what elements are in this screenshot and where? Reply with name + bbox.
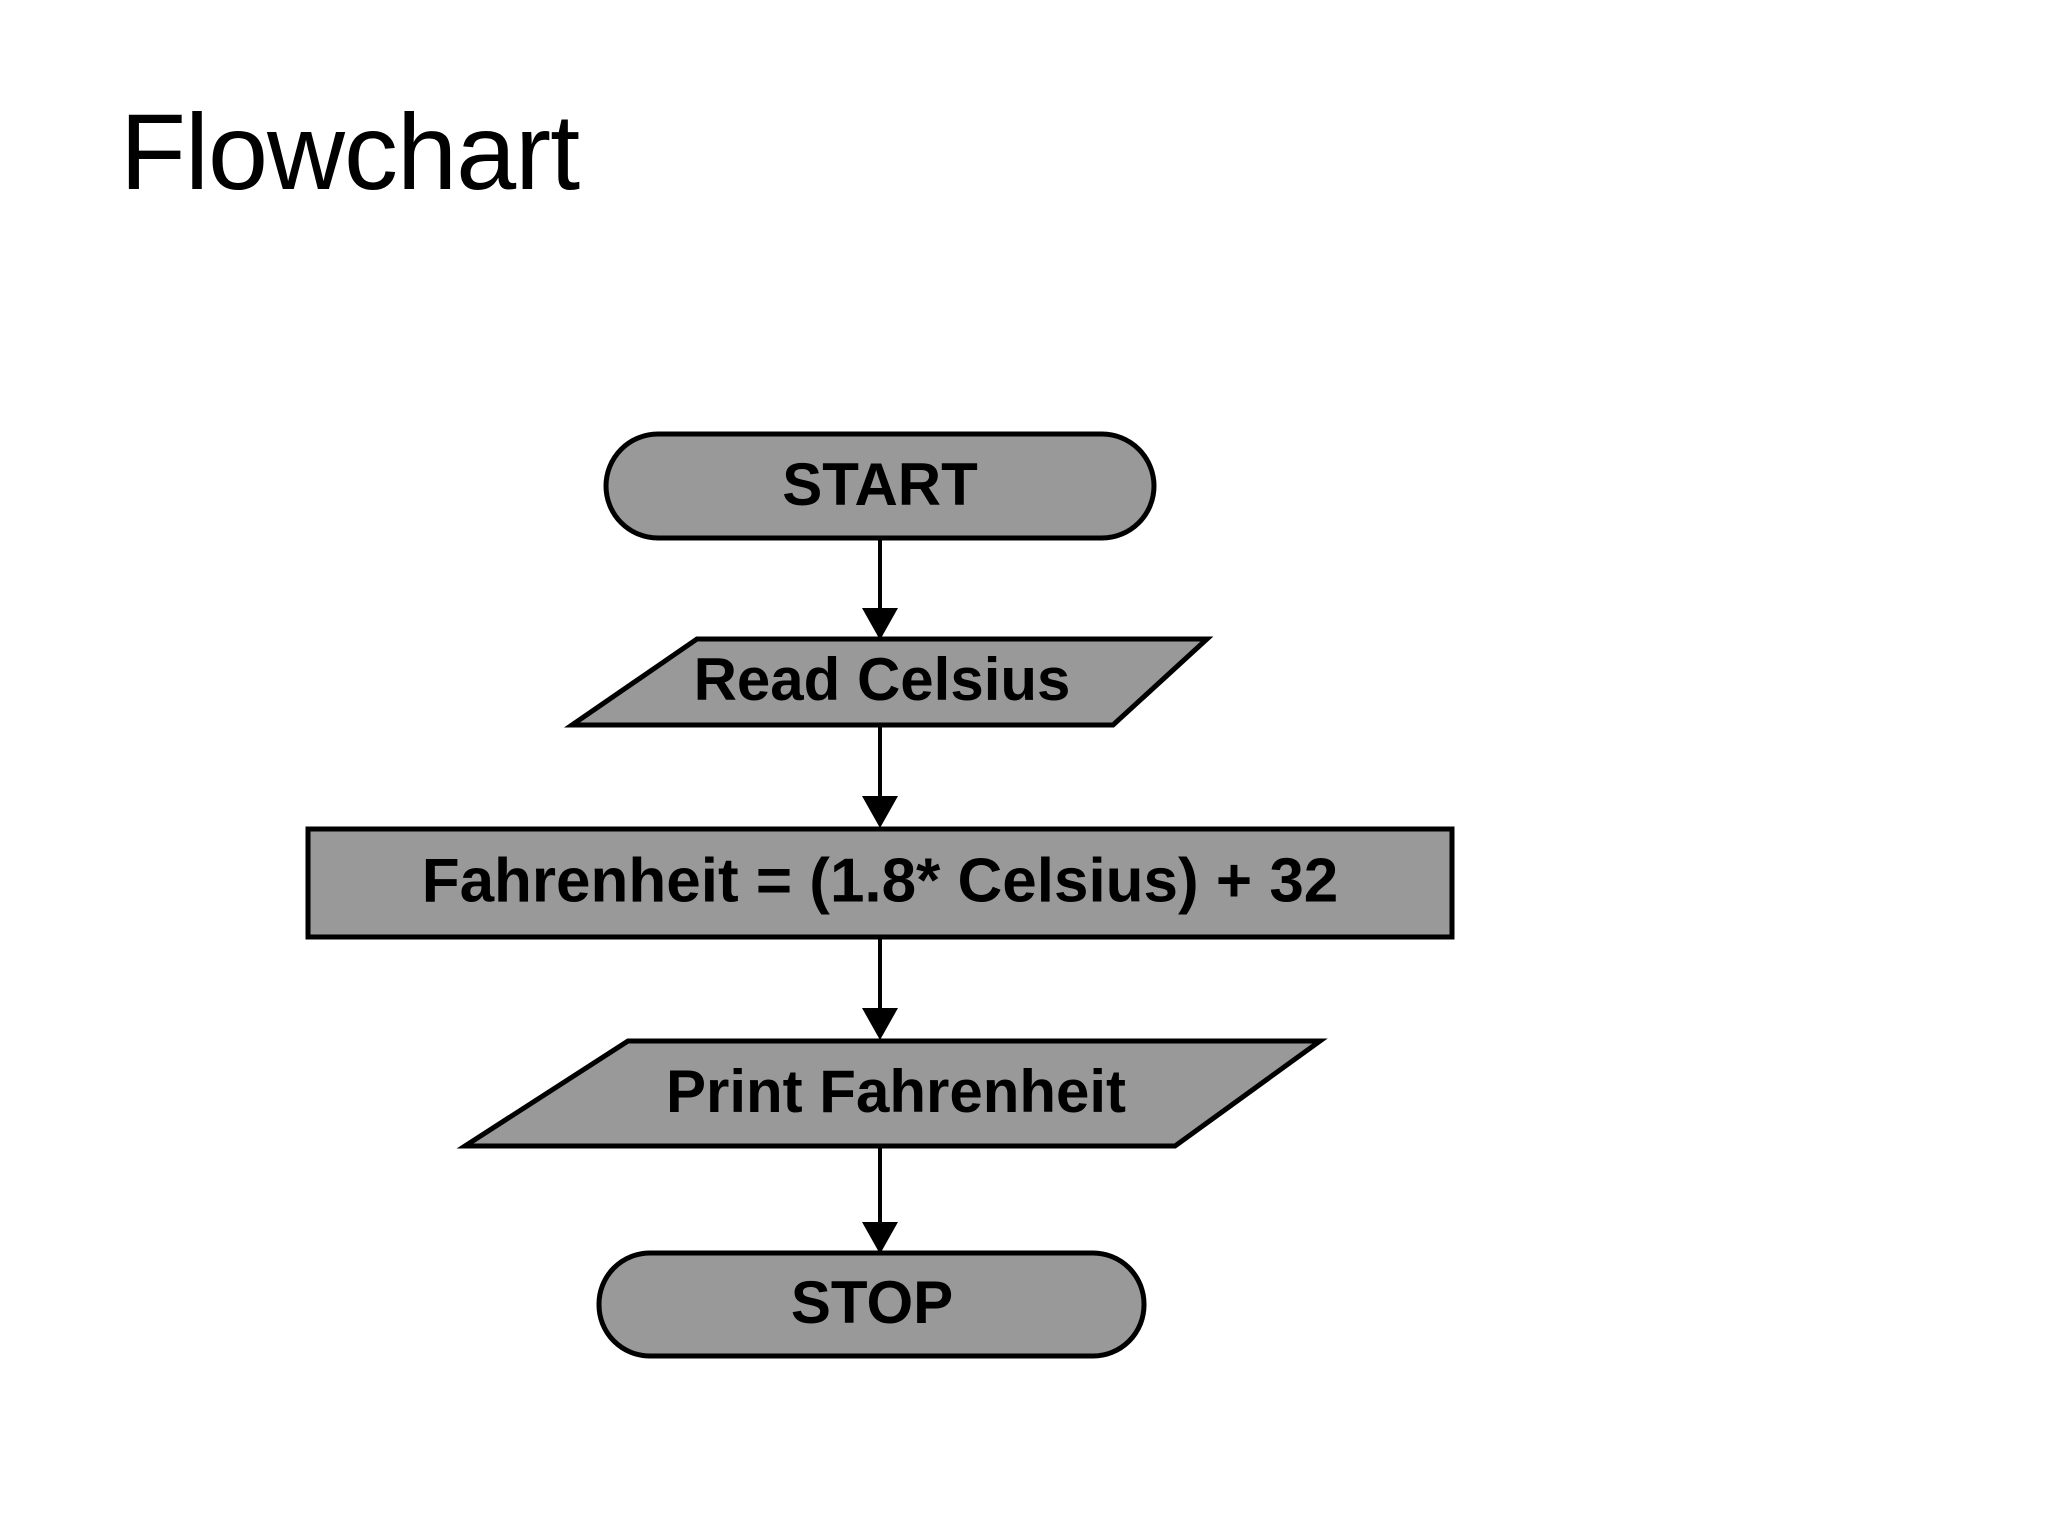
flow-connector-convert-to-print — [862, 937, 898, 1040]
flow-connector-start-to-read — [862, 538, 898, 640]
parallelogram-shape — [563, 636, 1214, 728]
flow-node-label: Fahrenheit = (1.8* Celsius) + 32 — [422, 846, 1339, 915]
flow-connector-print-to-stop — [862, 1146, 898, 1254]
flow-connector-read-to-convert — [862, 725, 898, 828]
down-arrow-icon — [862, 608, 898, 640]
flow-node-convert[interactable]: Fahrenheit = (1.8* Celsius) + 32 — [305, 826, 1455, 940]
flow-node-label: Read Celsius — [694, 646, 1071, 713]
page-title: Flowchart — [120, 91, 580, 212]
flow-node-start[interactable]: START — [603, 431, 1157, 541]
down-arrow-icon — [862, 1222, 898, 1254]
flow-node-stop[interactable]: STOP — [596, 1250, 1147, 1359]
flow-node-label: START — [782, 451, 978, 518]
parallelogram-shape — [456, 1038, 1328, 1149]
down-arrow-icon — [862, 1008, 898, 1040]
process-shape — [305, 826, 1455, 940]
flow-node-label: Print Fahrenheit — [666, 1058, 1126, 1125]
down-arrow-icon — [862, 796, 898, 828]
flow-node-label: STOP — [791, 1269, 953, 1336]
flow-node-print-fahrenheit[interactable]: Print Fahrenheit — [456, 1038, 1328, 1149]
terminator-shape — [596, 1250, 1147, 1359]
flow-node-read-celsius[interactable]: Read Celsius — [563, 636, 1214, 728]
